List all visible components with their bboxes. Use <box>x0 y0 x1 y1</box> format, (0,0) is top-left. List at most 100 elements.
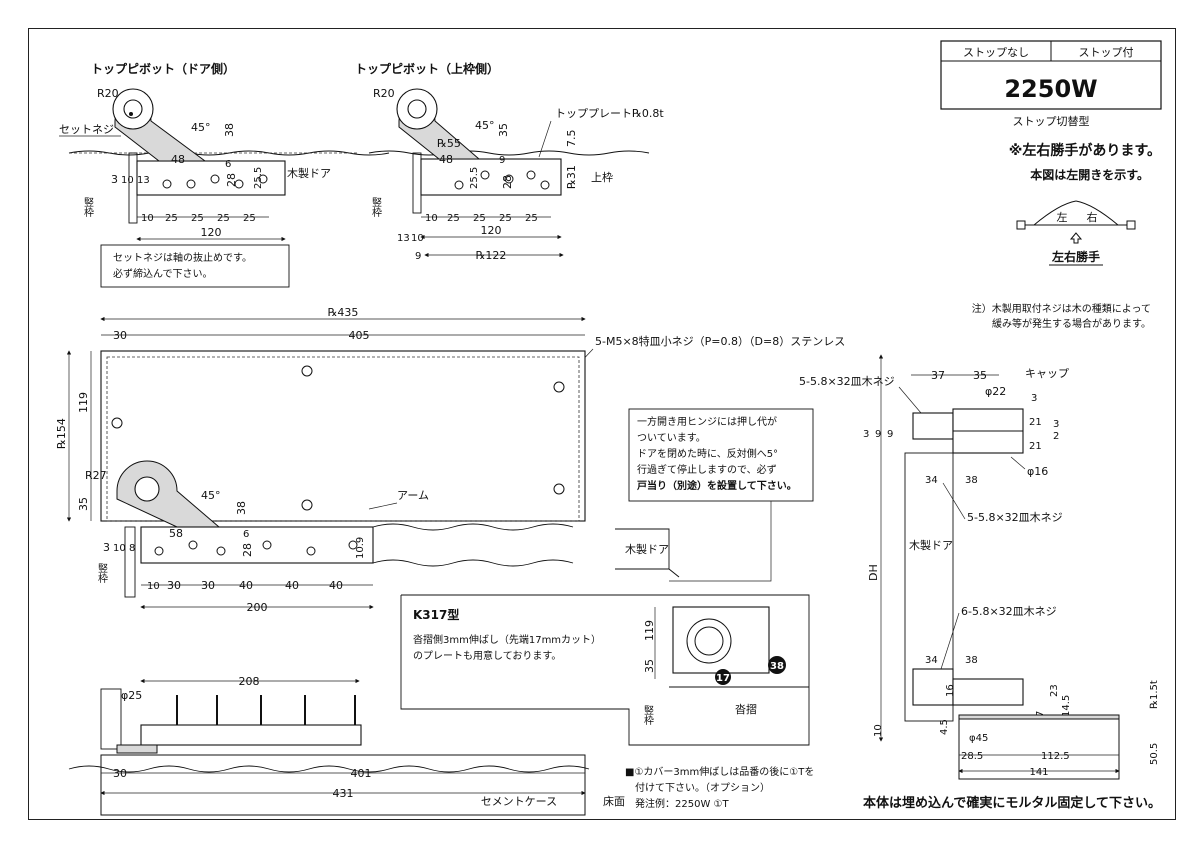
dim-25b: 25 <box>191 213 204 224</box>
top-pivot-frame-title: トップピボット（上枠側） <box>355 61 499 76</box>
frame-label: 竪枠 <box>82 197 94 218</box>
d3b-label: 3 <box>1053 419 1059 430</box>
d25-5-label: 25.5 <box>469 167 480 189</box>
d38b-label: 38 <box>965 655 978 666</box>
tab-no-stop: ストップなし <box>963 46 1029 59</box>
hinge-note-4: 行過ぎて停止しますので、必ず <box>637 463 777 476</box>
d401-label: 401 <box>351 767 372 780</box>
frame-label: 竪枠 <box>370 197 382 218</box>
wood-door-label: 木製ドア <box>287 166 331 180</box>
d9-label: 9 <box>499 155 505 166</box>
r20-label: R20 <box>373 87 395 100</box>
set-screw-note-1: セットネジは軸の抜止めです。 <box>113 251 252 264</box>
d21a-label: 21 <box>1029 417 1042 428</box>
d35-label: 35 <box>77 497 90 511</box>
d9a-label: 9 <box>875 429 881 440</box>
d22-label: φ22 <box>985 385 1006 398</box>
d3-label: 3 <box>103 541 110 554</box>
option-note-2: 付けて下さい。（オプション） <box>635 781 770 794</box>
option-note-3: 発注例：2250W ①T <box>635 797 729 810</box>
d28-label: 28 <box>241 543 254 557</box>
dim-40c: 40 <box>329 579 343 592</box>
d58-label: 58 <box>169 527 183 540</box>
cement-case-label: セメントケース <box>481 795 557 808</box>
k317-desc-1: 沓摺側3mm伸ばし（先端17mmカット） <box>413 633 601 646</box>
d6-label: 6 <box>243 529 249 540</box>
d10-label: 10 <box>411 233 424 244</box>
d405-label: 405 <box>349 329 370 342</box>
d28-label: 28 <box>501 175 514 189</box>
m5-screw-label: 5-M5×8特皿小ネジ（P=0.8）（D=8）ステンレス <box>595 334 845 348</box>
d10-label: 10 <box>873 724 884 737</box>
screw-mid-label: 5-5.8×32皿木ネジ <box>967 511 1063 524</box>
dim-25d: 25 <box>525 213 538 224</box>
k317-d17: 17 <box>716 673 730 684</box>
d2-label: 2 <box>1053 431 1059 442</box>
dim-25c: 25 <box>217 213 230 224</box>
dim-10: 10 <box>425 213 438 224</box>
d3a-label: 3 <box>1031 393 1037 404</box>
wood-door-label: 木製ドア <box>625 542 669 556</box>
wood-screw-note-2: 緩み等が発生する場合があります。 <box>992 317 1151 330</box>
dim-30a: 30 <box>167 579 181 592</box>
k317-desc-2: のプレートも用意しております。 <box>413 649 561 662</box>
hinge-note-box: 一方開き用ヒンジには押し代が ついています。 ドアを閉めた時に、反対側へ5° 行… <box>628 408 814 582</box>
d28-5-label: 28.5 <box>961 751 983 762</box>
k317-d119: 119 <box>643 620 656 641</box>
top-pivot-door-view: トップピボット（ドア側） R20 セットネジ 45° 38 48 6 28 25… <box>59 61 390 288</box>
d45-label: φ45 <box>969 733 988 744</box>
floor-label: 床面 <box>603 794 625 808</box>
d30-label: 30 <box>113 329 127 342</box>
d38a-label: 38 <box>965 475 978 486</box>
drawing-canvas: ストップなし ストップ付 2250W ストップ切替型 ※左右勝手があります。 本… <box>55 40 1162 816</box>
side-view: φ25 208 30 401 431 セメントケース 床面 ■①カバー3mm伸ば… <box>68 675 814 816</box>
k317-frame: 竪枠 <box>642 705 654 726</box>
top-pivot-frame-view: トップピボット（上枠側） R20 45° ℞55 35 48 9 25.5 28… <box>355 61 664 262</box>
screw-bot-label: 6-5.8×32皿木ネジ <box>961 605 1057 618</box>
d16b-label: 16 <box>945 684 956 697</box>
d10-label: 10 <box>113 543 126 554</box>
drawing-sheet: ストップなし ストップ付 2250W ストップ切替型 ※左右勝手があります。 本… <box>28 28 1176 820</box>
d38-label: 38 <box>235 501 248 515</box>
d34b-label: 34 <box>925 655 938 666</box>
d9b-label: 9 <box>887 429 893 440</box>
angle-label: 45° <box>475 119 495 132</box>
d34a-label: 34 <box>925 475 938 486</box>
wood-door-label: 木製ドア <box>909 538 953 552</box>
dim-10: 10 <box>147 581 160 592</box>
handed-label: 左右勝手 <box>1051 249 1100 264</box>
top-plate-label: トッププレート℞0.8t <box>555 107 664 120</box>
d35-label: 35 <box>497 123 510 137</box>
frame-label: 竪枠 <box>96 563 108 584</box>
k317-d35: 35 <box>643 659 656 673</box>
dim-200: 200 <box>247 601 268 614</box>
cap-label: キャップ <box>1025 367 1069 380</box>
tab-with-stop: ストップ付 <box>1079 46 1134 59</box>
screws <box>176 695 356 725</box>
d7-5-label: 7.5 <box>565 130 578 148</box>
hinge-note-5: 戸当り（別途）を設置して下さい。 <box>637 479 797 492</box>
hinge-note-3: ドアを閉めた時に、反対側へ5° <box>637 447 778 460</box>
right-section-view: 5-5.8×32皿木ネジ 37 35 キャップ φ22 3 21 21 3 2 … <box>799 354 1161 811</box>
d23-label: 23 <box>1049 684 1060 697</box>
angle-label: 45° <box>201 489 221 502</box>
dim-10: 10 <box>141 213 154 224</box>
set-screw-note-2: 必ず締込んで下さい。 <box>113 267 213 280</box>
hinge-note-2: ついています。 <box>637 432 706 444</box>
handed-diagram: 左 右 左右勝手 <box>1016 200 1136 266</box>
door-strip <box>615 528 680 578</box>
upper-frame-label: 上枠 <box>591 170 613 184</box>
d25-5-label: 25.5 <box>253 167 264 189</box>
right-label: 右 <box>1087 210 1098 224</box>
final-note: 本体は埋め込んで確実にモルタル固定して下さい。 <box>863 795 1161 811</box>
wood-screw-note-1: 注）木製用取付ネジは木の種類によって <box>972 302 1151 315</box>
d25-label: φ25 <box>121 689 142 702</box>
d28-label: 28 <box>225 173 238 187</box>
main-plan-view: ℞435 30 405 5-M5×8特皿小ネジ（P=0.8）（D=8）ステンレス… <box>55 306 845 614</box>
dim-120: 120 <box>201 226 222 239</box>
d48-label: 48 <box>171 153 185 166</box>
dim-25c: 25 <box>499 213 512 224</box>
k317-d38: 38 <box>770 661 784 672</box>
dim-25a: 25 <box>447 213 460 224</box>
pl55-label: ℞55 <box>437 137 461 150</box>
